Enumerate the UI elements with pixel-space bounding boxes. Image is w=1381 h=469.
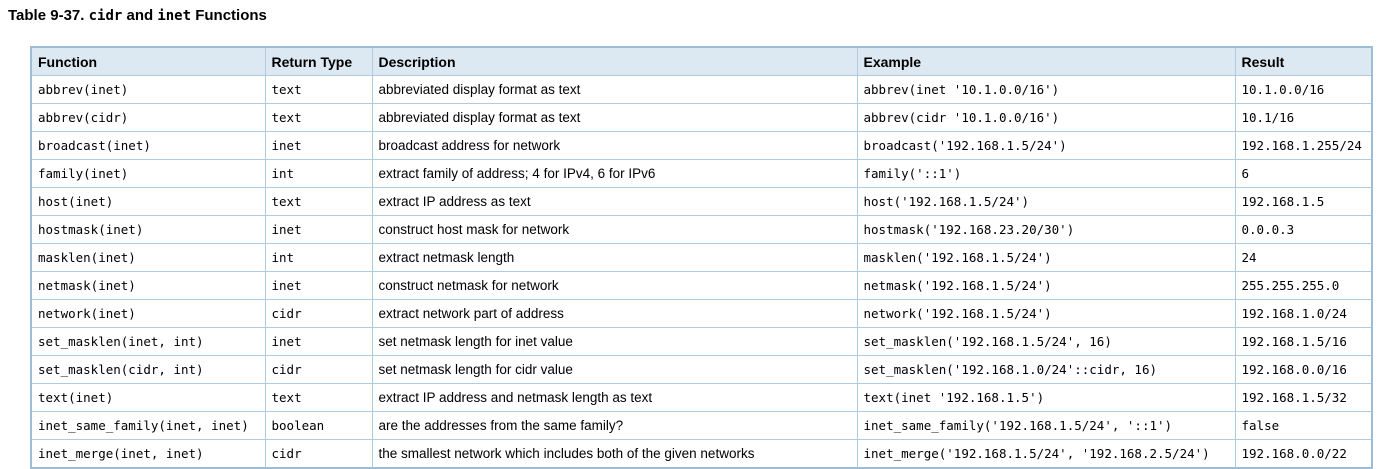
cell-result: 192.168.0.0/16 — [1234, 355, 1373, 384]
cell-example: host('192.168.1.5/24') — [856, 187, 1236, 216]
cell-description: broadcast address for network — [371, 131, 858, 160]
cell-example: text(inet '192.168.1.5') — [856, 383, 1236, 412]
cell-description: construct netmask for network — [371, 271, 858, 300]
cell-return-type: boolean — [264, 411, 373, 440]
cell-result: 6 — [1234, 159, 1373, 188]
cell-return-type: cidr — [264, 439, 373, 469]
cell-function: set_masklen(cidr, int) — [30, 355, 266, 384]
cell-example: network('192.168.1.5/24') — [856, 299, 1236, 328]
title-mid: and — [122, 7, 158, 24]
table-header: Function Return Type Description Example… — [30, 46, 1373, 76]
cell-description: construct host mask for network — [371, 215, 858, 244]
page-title: Table 9-37. cidr and inet Functions — [8, 7, 267, 24]
cell-return-type: inet — [264, 131, 373, 160]
title-code-inet: inet — [157, 8, 192, 24]
cell-example: set_masklen('192.168.1.5/24', 16) — [856, 327, 1236, 356]
cell-result: 10.1.0.0/16 — [1234, 75, 1373, 104]
header-return-type: Return Type — [264, 46, 373, 76]
cell-function: netmask(inet) — [30, 271, 266, 300]
cell-function: text(inet) — [30, 383, 266, 412]
cell-function: set_masklen(inet, int) — [30, 327, 266, 356]
cell-return-type: inet — [264, 271, 373, 300]
cell-result: 0.0.0.3 — [1234, 215, 1373, 244]
cell-example: abbrev(cidr '10.1.0.0/16') — [856, 103, 1236, 132]
cidr-inet-functions-table: Function Return Type Description Example… — [30, 46, 1373, 469]
cell-example: family('::1') — [856, 159, 1236, 188]
cell-description: extract IP address as text — [371, 187, 858, 216]
cell-function: family(inet) — [30, 159, 266, 188]
cell-result: 192.168.1.5 — [1234, 187, 1373, 216]
cell-return-type: int — [264, 243, 373, 272]
title-code-cidr: cidr — [88, 8, 123, 24]
cell-result: 192.168.1.5/32 — [1234, 383, 1373, 412]
cell-return-type: inet — [264, 327, 373, 356]
cell-function: hostmask(inet) — [30, 215, 266, 244]
header-function: Function — [30, 46, 266, 76]
cell-return-type: text — [264, 75, 373, 104]
cell-return-type: text — [264, 103, 373, 132]
header-result: Result — [1234, 46, 1373, 76]
cell-result: 192.168.1.5/16 — [1234, 327, 1373, 356]
header-description: Description — [371, 46, 858, 76]
cell-example: hostmask('192.168.23.20/30') — [856, 215, 1236, 244]
cell-description: set netmask length for cidr value — [371, 355, 858, 384]
cell-description: set netmask length for inet value — [371, 327, 858, 356]
cell-description: extract network part of address — [371, 299, 858, 328]
cell-function: host(inet) — [30, 187, 266, 216]
title-suffix: Functions — [191, 7, 267, 24]
cell-example: abbrev(inet '10.1.0.0/16') — [856, 75, 1236, 104]
cell-description: extract netmask length — [371, 243, 858, 272]
cell-result: 24 — [1234, 243, 1373, 272]
cell-return-type: text — [264, 383, 373, 412]
cell-example: set_masklen('192.168.1.0/24'::cidr, 16) — [856, 355, 1236, 384]
cell-return-type: cidr — [264, 355, 373, 384]
cell-function: abbrev(inet) — [30, 75, 266, 104]
cell-example: netmask('192.168.1.5/24') — [856, 271, 1236, 300]
cell-example: broadcast('192.168.1.5/24') — [856, 131, 1236, 160]
cell-result: 255.255.255.0 — [1234, 271, 1373, 300]
cell-function: inet_same_family(inet, inet) — [30, 411, 266, 440]
header-example: Example — [856, 46, 1236, 76]
cell-result: 10.1/16 — [1234, 103, 1373, 132]
cell-function: broadcast(inet) — [30, 131, 266, 160]
cell-example: masklen('192.168.1.5/24') — [856, 243, 1236, 272]
cell-function: abbrev(cidr) — [30, 103, 266, 132]
cell-return-type: int — [264, 159, 373, 188]
cell-description: are the addresses from the same family? — [371, 411, 858, 440]
cell-example: inet_same_family('192.168.1.5/24', '::1'… — [856, 411, 1236, 440]
cell-function: masklen(inet) — [30, 243, 266, 272]
cell-return-type: text — [264, 187, 373, 216]
cell-description: abbreviated display format as text — [371, 103, 858, 132]
cell-description: extract IP address and netmask length as… — [371, 383, 858, 412]
cell-description: the smallest network which includes both… — [371, 439, 858, 469]
cell-function: network(inet) — [30, 299, 266, 328]
cell-result: 192.168.0.0/22 — [1234, 439, 1373, 469]
cell-function: inet_merge(inet, inet) — [30, 439, 266, 469]
cell-result: 192.168.1.0/24 — [1234, 299, 1373, 328]
cell-result: false — [1234, 411, 1373, 440]
header-row: Function Return Type Description Example… — [30, 46, 1373, 76]
cell-description: extract family of address; 4 for IPv4, 6… — [371, 159, 858, 188]
cell-return-type: inet — [264, 215, 373, 244]
title-prefix: Table 9-37. — [8, 7, 89, 24]
cell-result: 192.168.1.255/24 — [1234, 131, 1373, 160]
cell-example: inet_merge('192.168.1.5/24', '192.168.2.… — [856, 439, 1236, 469]
cell-description: abbreviated display format as text — [371, 75, 858, 104]
cell-return-type: cidr — [264, 299, 373, 328]
